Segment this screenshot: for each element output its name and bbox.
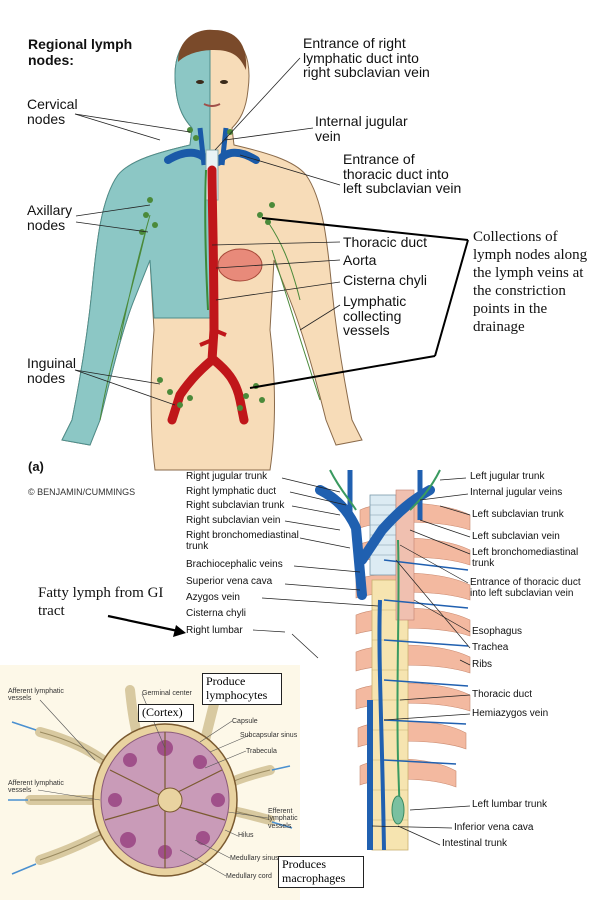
label-cisterna-chyli-top: Cisterna chyli bbox=[343, 273, 427, 288]
label-left-bronchomediastinal-trunk: Left bronchomediastinal trunk bbox=[472, 548, 592, 569]
label-afferent-vessels-bottom: Afferent lymphatic vessels bbox=[8, 780, 64, 795]
label-right-jugular-trunk: Right jugular trunk bbox=[186, 472, 267, 483]
box-produces-macrophages: Produces macrophages bbox=[278, 856, 364, 888]
label-azygos-vein: Azygos vein bbox=[186, 593, 240, 604]
label-hilus: Hilus bbox=[238, 832, 254, 839]
label-right-lymphatic-duct-entrance: Entrance of right lymphatic duct into ri… bbox=[303, 36, 443, 80]
note-lymph-node-collections: Collections of lymph nodes along the lym… bbox=[473, 228, 595, 336]
label-subcapsular-sinus: Subcapsular sinus bbox=[240, 732, 297, 739]
label-superior-vena-cava: Superior vena cava bbox=[186, 577, 272, 588]
label-lymphatic-collecting-vessels: Lymphatic collecting vessels bbox=[343, 294, 433, 338]
label-right-subclavian-trunk: Right subclavian trunk bbox=[186, 501, 284, 512]
label-axillary-nodes: Axillary nodes bbox=[27, 203, 87, 232]
regional-nodes-title: Regional lymph nodes: bbox=[28, 36, 138, 68]
label-inferior-vena-cava: Inferior vena cava bbox=[454, 823, 534, 834]
label-right-bronchomediastinal-trunk: Right bronchomediastinal trunk bbox=[186, 531, 304, 552]
label-brachiocephalic-veins: Brachiocephalic veins bbox=[186, 560, 283, 571]
label-cisterna-chyli: Cisterna chyli bbox=[186, 609, 246, 620]
label-left-subclavian-vein: Left subclavian vein bbox=[472, 532, 560, 543]
label-aorta: Aorta bbox=[343, 253, 376, 268]
label-thoracic-duct-entrance-trunk: Entrance of thoracic duct into left subc… bbox=[470, 578, 594, 599]
label-hemiazygos-vein: Hemiazygos vein bbox=[472, 709, 548, 720]
label-internal-jugular-veins: Internal jugular veins bbox=[470, 488, 562, 499]
label-efferent-vessels: Efferent lymphatic vessels bbox=[268, 808, 308, 830]
label-trachea: Trachea bbox=[472, 643, 508, 654]
label-medullary-cord: Medullary cord bbox=[226, 873, 272, 880]
label-cervical-nodes: Cervical nodes bbox=[27, 97, 97, 126]
label-thoracic-duct: Thoracic duct bbox=[343, 235, 427, 250]
label-ribs: Ribs bbox=[472, 660, 492, 671]
label-left-lumbar-trunk: Left lumbar trunk bbox=[472, 800, 547, 811]
box-produce-lymphocytes: Produce lymphocytes bbox=[202, 673, 282, 705]
human-body-illustration bbox=[62, 30, 362, 470]
publisher-credit: © BENJAMIN/CUMMINGS bbox=[28, 488, 135, 497]
note-fatty-lymph: Fatty lymph from GI tract bbox=[38, 584, 178, 620]
label-thoracic-duct-trunk: Thoracic duct bbox=[472, 690, 532, 701]
label-trabecula: Trabecula bbox=[246, 748, 277, 755]
label-right-lumbar: Right lumbar bbox=[186, 626, 243, 637]
label-left-jugular-trunk: Left jugular trunk bbox=[470, 472, 545, 483]
label-afferent-vessels-top: Afferent lymphatic vessels bbox=[8, 688, 64, 703]
stomach bbox=[218, 249, 262, 281]
label-esophagus: Esophagus bbox=[472, 627, 522, 638]
box-cortex: (Cortex) bbox=[138, 704, 194, 722]
label-capsule: Capsule bbox=[232, 718, 258, 725]
label-germinal-center: Germinal center bbox=[142, 690, 192, 697]
panel-label-a: (a) bbox=[28, 460, 44, 474]
label-internal-jugular-vein: Internal jugular vein bbox=[315, 114, 425, 143]
label-right-lymphatic-duct: Right lymphatic duct bbox=[186, 487, 276, 498]
label-medullary-sinus: Medullary sinus bbox=[230, 855, 279, 862]
label-right-subclavian-vein: Right subclavian vein bbox=[186, 516, 281, 527]
trunk-illustration bbox=[320, 470, 470, 850]
label-inguinal-nodes: Inguinal nodes bbox=[27, 356, 87, 385]
label-left-subclavian-trunk: Left subclavian trunk bbox=[472, 510, 564, 521]
label-thoracic-duct-entrance: Entrance of thoracic duct into left subc… bbox=[343, 152, 463, 196]
label-intestinal-trunk: Intestinal trunk bbox=[442, 839, 507, 850]
